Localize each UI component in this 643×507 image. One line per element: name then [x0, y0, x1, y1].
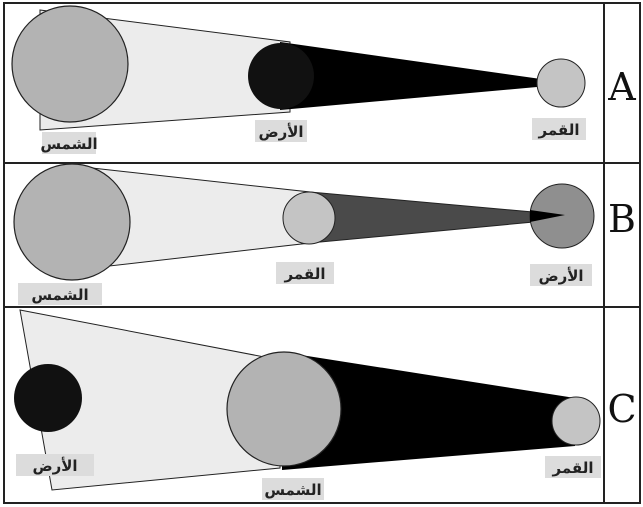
panel-c-sun	[227, 352, 341, 466]
panel-c-letter: C	[607, 387, 636, 431]
panel-b-moon-label: القمر	[284, 265, 326, 283]
panel-b-shadow-cone	[310, 192, 555, 243]
panel-c-earth	[14, 364, 82, 432]
panel-b-moon	[283, 192, 335, 244]
panel-b-earth-label: الأرض	[538, 267, 583, 285]
panel-c-sun-label: الشمس	[264, 481, 321, 499]
panel-a-moon	[537, 59, 585, 107]
panel-b-letter: B	[608, 197, 636, 241]
panel-c-moon	[552, 397, 600, 445]
panel-a-sun-label: الشمس	[40, 135, 97, 153]
panel-a: الشمس الأرض القمر A	[12, 6, 636, 154]
panel-a-shadow-cone	[280, 42, 548, 110]
panel-c-earth-label: الأرض	[32, 457, 77, 475]
panel-a-earth-label: الأرض	[258, 123, 303, 141]
panel-c-moon-label: القمر	[552, 459, 594, 477]
panel-a-moon-label: القمر	[538, 121, 580, 139]
panel-b-sun	[14, 164, 130, 280]
panel-b: الشمس القمر الأرض B	[14, 164, 636, 305]
panel-c: الأرض الشمس القمر C	[14, 310, 637, 500]
panel-b-sun-label: الشمس	[31, 286, 88, 304]
panel-a-earth	[248, 43, 314, 109]
panel-a-sun	[12, 6, 128, 122]
panel-a-letter: A	[607, 65, 636, 109]
